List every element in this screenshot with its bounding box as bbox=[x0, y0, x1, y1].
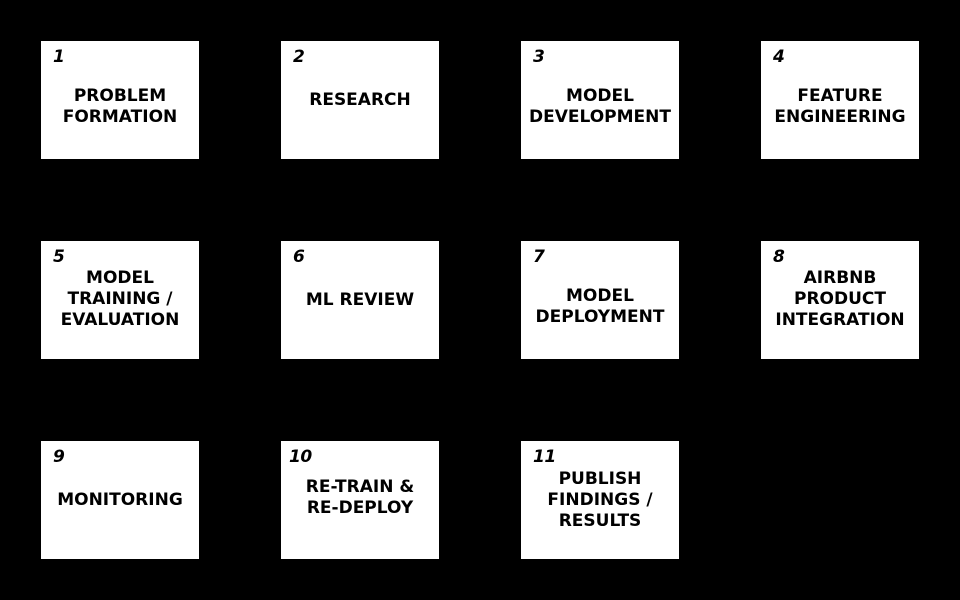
step-title: PROBLEM FORMATION bbox=[62, 86, 178, 127]
step-card-publish-findings-results: 11 PUBLISH FINDINGS / RESULTS bbox=[521, 441, 679, 559]
step-title: RESEARCH bbox=[309, 89, 411, 110]
step-card-research: 2 RESEARCH bbox=[281, 41, 439, 159]
step-card-ml-review: 6 ML REVIEW bbox=[281, 241, 439, 359]
step-card-retrain-redeploy: 10 RE-TRAIN & RE-DEPLOY bbox=[281, 441, 439, 559]
step-title: MODEL TRAINING / EVALUATION bbox=[60, 267, 180, 330]
step-number: 1 bbox=[53, 47, 65, 67]
step-number: 6 bbox=[293, 247, 305, 267]
step-title: PUBLISH FINDINGS / RESULTS bbox=[547, 468, 653, 531]
step-number: 9 bbox=[53, 447, 65, 467]
step-card-model-deployment: 7 MODEL DEPLOYMENT bbox=[521, 241, 679, 359]
step-title: MODEL DEVELOPMENT bbox=[529, 86, 671, 127]
step-number: 4 bbox=[773, 47, 785, 67]
step-number: 7 bbox=[533, 247, 545, 267]
step-title: ML REVIEW bbox=[305, 289, 415, 310]
step-card-model-training-evaluation: 5 MODEL TRAINING / EVALUATION bbox=[41, 241, 199, 359]
step-number: 5 bbox=[53, 247, 65, 267]
step-title: FEATURE ENGINEERING bbox=[774, 86, 906, 127]
step-number: 3 bbox=[533, 47, 545, 67]
step-title: RE-TRAIN & RE-DEPLOY bbox=[305, 477, 415, 518]
step-card-feature-engineering: 4 FEATURE ENGINEERING bbox=[761, 41, 919, 159]
step-card-airbnb-product-integration: 8 AIRBNB PRODUCT INTEGRATION bbox=[761, 241, 919, 359]
step-number: 2 bbox=[293, 47, 305, 67]
step-card-monitoring: 9 MONITORING bbox=[41, 441, 199, 559]
step-title: MONITORING bbox=[57, 489, 183, 510]
step-card-problem-formation: 1 PROBLEM FORMATION bbox=[41, 41, 199, 159]
step-number: 10 bbox=[289, 447, 312, 467]
step-card-model-development: 3 MODEL DEVELOPMENT bbox=[521, 41, 679, 159]
step-title: AIRBNB PRODUCT INTEGRATION bbox=[775, 267, 905, 330]
step-number: 11 bbox=[533, 447, 556, 467]
step-number: 8 bbox=[773, 247, 785, 267]
step-title: MODEL DEPLOYMENT bbox=[535, 286, 665, 327]
